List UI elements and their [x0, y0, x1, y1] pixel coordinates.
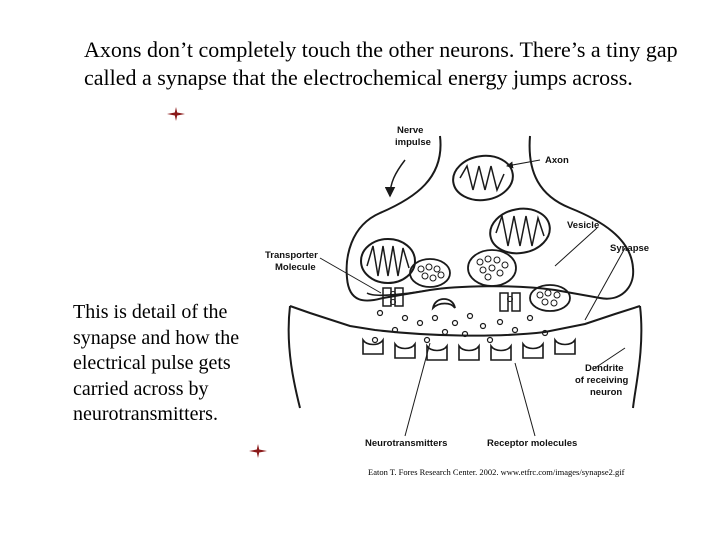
label-dendrite-3: neuron — [590, 387, 622, 398]
red-star-icon — [249, 444, 267, 458]
transporter-molecule — [499, 292, 521, 312]
mitochondrion — [360, 238, 416, 284]
label-nerve-impulse-1: Nerve — [397, 125, 423, 136]
intro-text: Axons don’t completely touch the other n… — [84, 37, 678, 90]
mitochondrion — [489, 207, 551, 255]
mitochondrion — [452, 154, 514, 202]
label-transporter-1: Transporter — [265, 250, 318, 261]
label-vesicle: Vesicle — [567, 220, 599, 231]
detail-text: This is detail of the synapse and how th… — [73, 301, 240, 425]
label-dendrite-1: Dendrite — [585, 363, 624, 374]
label-neurotransmitters: Neurotransmitters — [365, 438, 447, 449]
transporter-molecule — [382, 287, 404, 307]
vesicle — [409, 258, 451, 288]
label-axon: Axon — [545, 155, 569, 166]
vesicle — [467, 249, 517, 287]
receptor-molecules — [362, 337, 576, 361]
dendrite-membrane — [287, 305, 643, 409]
label-nerve-impulse-2: impulse — [395, 137, 431, 148]
label-dendrite-2: of receiving — [575, 375, 629, 386]
image-citation: Eaton T. Fores Research Center. 2002. ww… — [368, 467, 625, 477]
label-transporter-2: Molecule — [275, 262, 316, 273]
label-synapse: Synapse — [610, 243, 649, 254]
synapse-diagram: Nerve impulse Axon Vesicle Synapse Trans… — [265, 125, 649, 449]
red-star-icon — [167, 107, 185, 121]
axon-terminal-outline — [345, 135, 635, 302]
vesicle — [529, 284, 571, 312]
neurotransmitters — [371, 309, 549, 344]
label-receptor-molecules: Receptor molecules — [487, 438, 577, 449]
